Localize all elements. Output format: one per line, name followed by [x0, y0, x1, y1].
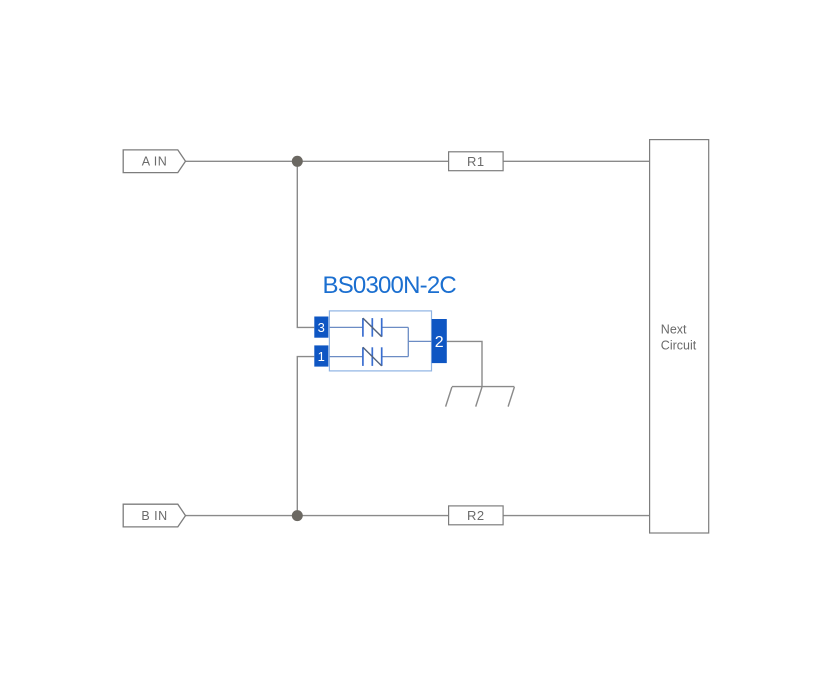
- svg-text:3: 3: [318, 320, 325, 335]
- svg-text:Circuit: Circuit: [661, 339, 697, 353]
- svg-text:1: 1: [318, 349, 325, 364]
- svg-text:BS0300N-2C: BS0300N-2C: [323, 272, 457, 299]
- svg-text:R1: R1: [467, 154, 485, 169]
- svg-text:2: 2: [435, 334, 444, 351]
- svg-text:B IN: B IN: [141, 509, 167, 523]
- svg-text:R2: R2: [467, 508, 485, 523]
- svg-text:Next: Next: [661, 323, 687, 337]
- svg-text:A IN: A IN: [142, 155, 168, 169]
